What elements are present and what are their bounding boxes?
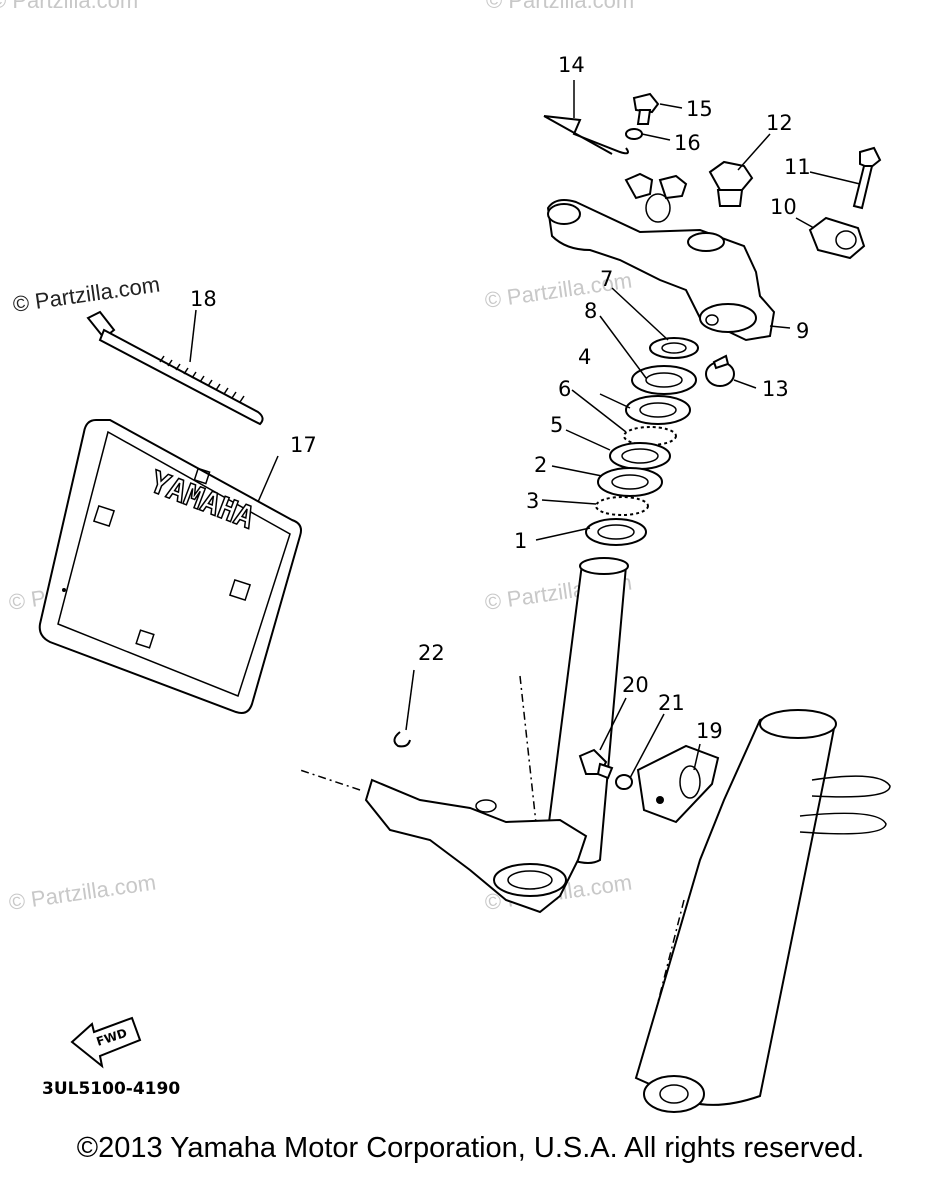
- copyright-footer: ©2013 Yamaha Motor Corporation, U.S.A. A…: [76, 1132, 865, 1164]
- callout-7: 7: [600, 267, 613, 291]
- part-16-washer: [625, 128, 643, 140]
- part-13-bolt: [705, 354, 735, 387]
- callout-20: 20: [622, 673, 649, 697]
- callout-9: 9: [796, 319, 809, 343]
- part-18-cable-tie: [86, 310, 264, 426]
- leader-lines: [189, 80, 861, 779]
- callout-10: 10: [770, 195, 797, 219]
- watermark-dark: © Partzilla.com: [11, 272, 161, 317]
- part-21-washer: [615, 774, 633, 790]
- callout-21: 21: [658, 691, 685, 715]
- bearing-stack: [585, 337, 699, 546]
- callout-6: 6: [558, 377, 571, 401]
- steering-stem: [517, 557, 629, 864]
- part-17-number-plate: YAMAHA: [38, 419, 302, 714]
- callout-8: 8: [584, 299, 597, 323]
- callout-15: 15: [686, 97, 713, 121]
- callout-19: 19: [696, 719, 723, 743]
- callout-12: 12: [766, 111, 793, 135]
- callout-1: 1: [514, 529, 527, 553]
- callout-14: 14: [558, 53, 585, 77]
- callout-5: 5: [550, 413, 563, 437]
- part-12-nut: [708, 160, 754, 207]
- callout-13: 13: [762, 377, 789, 401]
- callout-2: 2: [534, 453, 547, 477]
- lower-bracket: [299, 769, 588, 914]
- watermark-left-lower: © Partzilla.com: [7, 870, 157, 915]
- part-15-bolt: [632, 92, 660, 125]
- watermark-top-center: © Partzilla.com: [486, 0, 634, 13]
- part-9-upper-bracket: [546, 172, 776, 342]
- part-10-handlebar-holder: [808, 216, 866, 260]
- front-fork: [634, 709, 891, 1113]
- callout-4: 4: [578, 345, 591, 369]
- diagram-code: 3UL5100-4190: [42, 1079, 180, 1099]
- callout-16: 16: [674, 131, 701, 155]
- callout-3: 3: [526, 489, 539, 513]
- part-11-bolt: [852, 146, 882, 210]
- callout-22: 22: [418, 641, 445, 665]
- part-22-clip: [393, 731, 411, 748]
- callout-labels: 1 2 3 4 5 6 7 8 9 10 11 12 13 14 15 16 1…: [190, 53, 811, 743]
- part-14-wire-clip: [543, 115, 629, 155]
- part-20-bolt: [578, 748, 614, 780]
- callout-18: 18: [190, 287, 217, 311]
- watermark-top-left: © Partzilla.com: [0, 0, 138, 13]
- callout-17: 17: [290, 433, 317, 457]
- callout-11: 11: [784, 155, 811, 179]
- part-19-bracket: [636, 744, 720, 824]
- fwd-arrow-icon: FWD: [70, 1016, 142, 1069]
